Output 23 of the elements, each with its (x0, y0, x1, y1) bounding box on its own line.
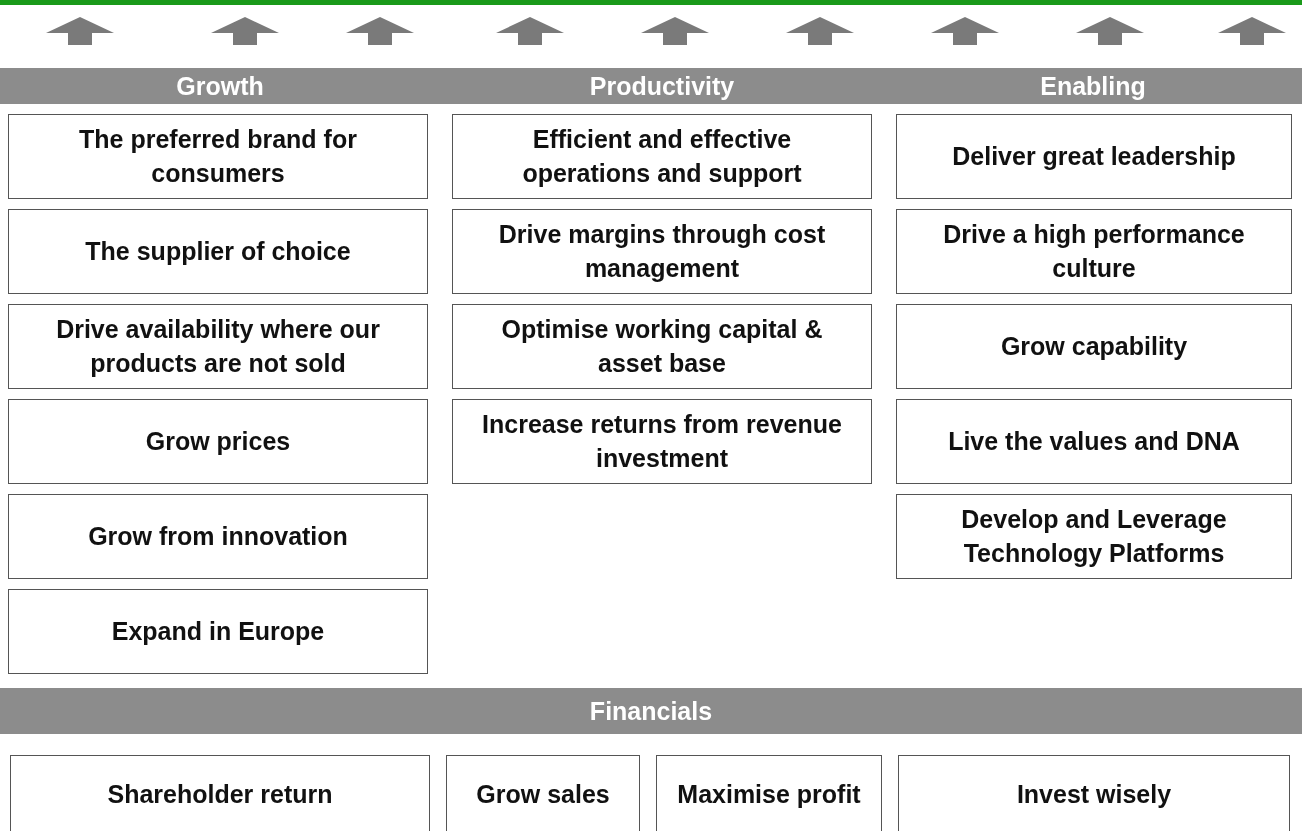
text-box: Optimise working capital & asset base (452, 304, 872, 389)
text-box: Grow from innovation (8, 494, 428, 579)
text-box: The preferred brand for consumers (8, 114, 428, 199)
header-band: Enabling (884, 68, 1302, 104)
text-box: Drive availability where our products are not sold (8, 304, 428, 389)
header-band: Growth (0, 68, 440, 104)
text-box: Live the values and DNA (896, 399, 1292, 484)
text-box: Expand in Europe (8, 589, 428, 674)
text-box: Grow sales (446, 755, 640, 831)
text-box: Efficient and effective operations and support (452, 114, 872, 199)
text-box: Develop and Leverage Technology Platforms (896, 494, 1292, 579)
header-band: Financials (0, 688, 1302, 734)
text-box: Shareholder return (10, 755, 430, 831)
text-box: Grow prices (8, 399, 428, 484)
text-box: Deliver great leadership (896, 114, 1292, 199)
text-box: Invest wisely (898, 755, 1290, 831)
text-box: Drive margins through cost management (452, 209, 872, 294)
text-box: The supplier of choice (8, 209, 428, 294)
text-box: Drive a high performance culture (896, 209, 1292, 294)
text-box: Grow capability (896, 304, 1292, 389)
header-band: Productivity (440, 68, 884, 104)
text-box: Maximise profit (656, 755, 882, 831)
text-box: Increase returns from revenue investment (452, 399, 872, 484)
